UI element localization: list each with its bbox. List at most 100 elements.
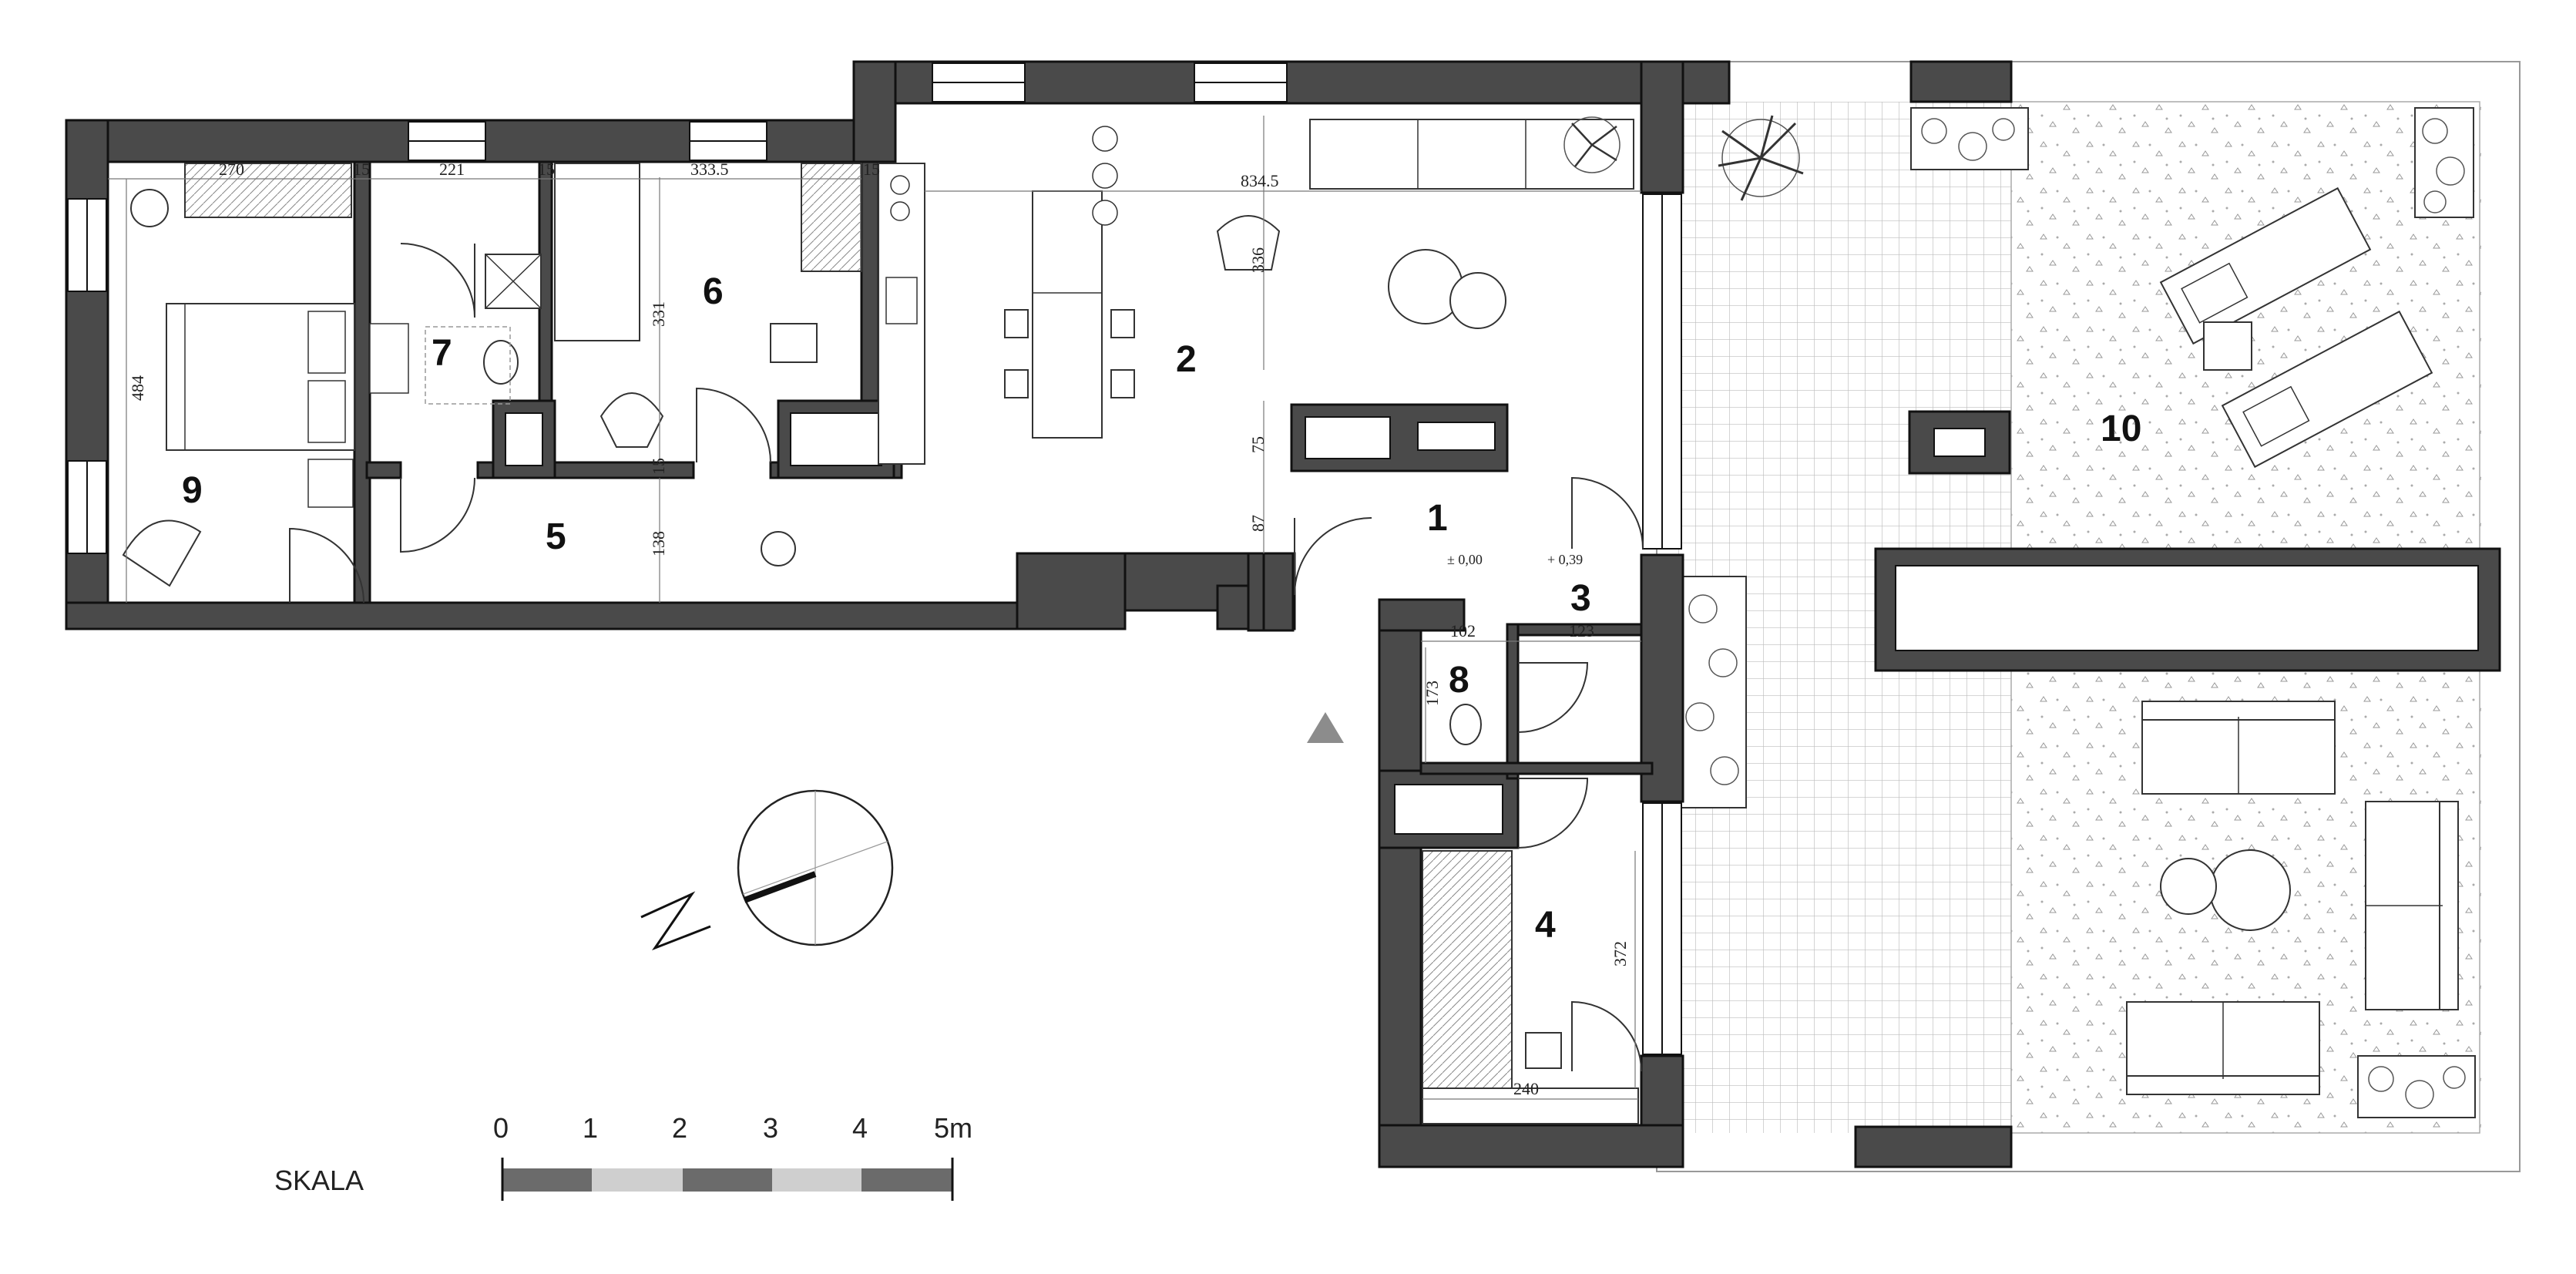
dim-3335: 333.5 (690, 160, 729, 179)
dim-15d: 15 (649, 458, 668, 475)
terrace-parapet-inner (1895, 565, 2479, 651)
room-label-6: 6 (703, 271, 724, 312)
bedroom-wardrobe (184, 163, 352, 218)
room-label-8: 8 (1449, 660, 1469, 701)
outdoor-table-round (2209, 849, 2291, 931)
dim-123: 123 (1569, 621, 1594, 640)
chair-room-6 (770, 323, 818, 363)
palm-plant (1718, 115, 1804, 201)
desk-room-4 (1422, 1087, 1639, 1124)
scale-seg-3 (683, 1168, 772, 1192)
outdoor-sofa-side (2365, 801, 2459, 1010)
dining-chair-3 (1110, 309, 1135, 338)
entry-cabinet-inner-b (1417, 422, 1496, 451)
step-block-right-inner (790, 412, 882, 466)
entry-cabinet-inner-a (1305, 416, 1391, 459)
planter-bottom-right (2357, 1055, 2476, 1118)
chair-room-4 (1525, 1032, 1562, 1069)
room-label-1: 1 (1427, 498, 1448, 539)
indoor-plant (1563, 116, 1620, 173)
scale-seg-5 (861, 1168, 952, 1192)
dim-15b: 15 (538, 160, 555, 179)
scale-label: SKALA (274, 1165, 364, 1196)
dining-chair-4 (1110, 369, 1135, 398)
dim-75: 75 (1248, 436, 1268, 453)
planter-top-right (2414, 107, 2474, 218)
terrace-wall-top (1909, 60, 2013, 103)
entrance-marker-icon (1307, 712, 1344, 743)
pillow-1 (307, 311, 346, 374)
dim-372: 372 (1610, 941, 1630, 966)
storage-inner (1394, 784, 1503, 835)
outdoor-sofa-bottom (2126, 1001, 2320, 1095)
wardrobe-room-6 (801, 163, 862, 272)
dim-336: 336 (1248, 247, 1268, 273)
bedroom-lamp (130, 189, 169, 227)
scale-tick-3: 3 (763, 1112, 778, 1144)
level-raised: + 0,39 (1547, 552, 1583, 567)
dim-270: 270 (219, 160, 244, 179)
windows (67, 62, 1682, 1055)
dim-240: 240 (1513, 1079, 1539, 1098)
bathroom-vanity (369, 323, 409, 394)
dim-484: 484 (128, 375, 147, 401)
scale-tick-1: 1 (583, 1112, 598, 1144)
room-label-10: 10 (2101, 408, 2141, 449)
scale-seg-2 (592, 1168, 683, 1192)
bedroom-armchair (122, 519, 202, 587)
coffee-table-1 (1388, 249, 1463, 324)
toilet-room-8 (1449, 704, 1482, 745)
outdoor-sofa-top (2141, 701, 2336, 795)
dim-102: 102 (1450, 621, 1476, 640)
dim-221: 221 (439, 160, 465, 179)
scale-bar: SKALA 0 1 2 3 4 5m (274, 1112, 972, 1201)
planter-left-vertical (1681, 576, 1747, 808)
scale-tick-4: 4 (852, 1112, 868, 1144)
dim-173: 173 (1422, 681, 1442, 706)
room-label-3: 3 (1570, 578, 1591, 619)
room-label-2: 2 (1176, 339, 1197, 380)
wardrobe-room-4 (1422, 850, 1513, 1109)
armchair-room-6 (599, 392, 664, 448)
terrace-chimney-inner (1933, 428, 1986, 457)
step-block-left-inner (505, 412, 543, 466)
scale-tick-2: 2 (672, 1112, 687, 1144)
interior-walls (353, 160, 1654, 849)
kitchen-island (1032, 190, 1103, 439)
doors (289, 243, 1644, 1072)
toilet (483, 340, 519, 385)
nightstand (307, 459, 354, 508)
lounger-side-table (2203, 321, 2252, 371)
coffee-table-2 (1449, 272, 1506, 329)
room-label-7: 7 (432, 333, 452, 374)
scale-seg-4 (772, 1168, 861, 1192)
north-arrow (640, 789, 894, 951)
dim-8345: 834.5 (1241, 171, 1279, 190)
terrace-wall-bottom (1854, 1125, 2013, 1168)
terrace (1656, 60, 2521, 1172)
north-n-glyph (640, 891, 711, 951)
room-label-4: 4 (1535, 905, 1556, 946)
dim-87: 87 (1248, 515, 1268, 532)
pillow-2 (307, 380, 346, 443)
dim-138: 138 (649, 531, 668, 556)
compass-needle (743, 871, 817, 903)
person-figure (761, 531, 796, 566)
desk-room-6 (554, 163, 640, 341)
furniture (122, 116, 1639, 1124)
kitchen-counter (878, 163, 925, 465)
sun-lounger-1 (2159, 187, 2372, 345)
dim-15a: 15 (353, 160, 370, 179)
scale-tick-5: 5m (934, 1112, 972, 1144)
outdoor-table-small (2160, 858, 2217, 915)
dim-331: 331 (649, 301, 668, 327)
scale-seg-1 (502, 1168, 592, 1192)
planter-top-left (1910, 107, 2029, 170)
dining-chair-1 (1004, 309, 1029, 338)
room-label-5: 5 (546, 516, 566, 557)
scale-tick-0: 0 (493, 1112, 509, 1144)
dimension-lines (108, 116, 1641, 1100)
sun-lounger-2 (2221, 310, 2433, 469)
dining-chair-2 (1004, 369, 1029, 398)
